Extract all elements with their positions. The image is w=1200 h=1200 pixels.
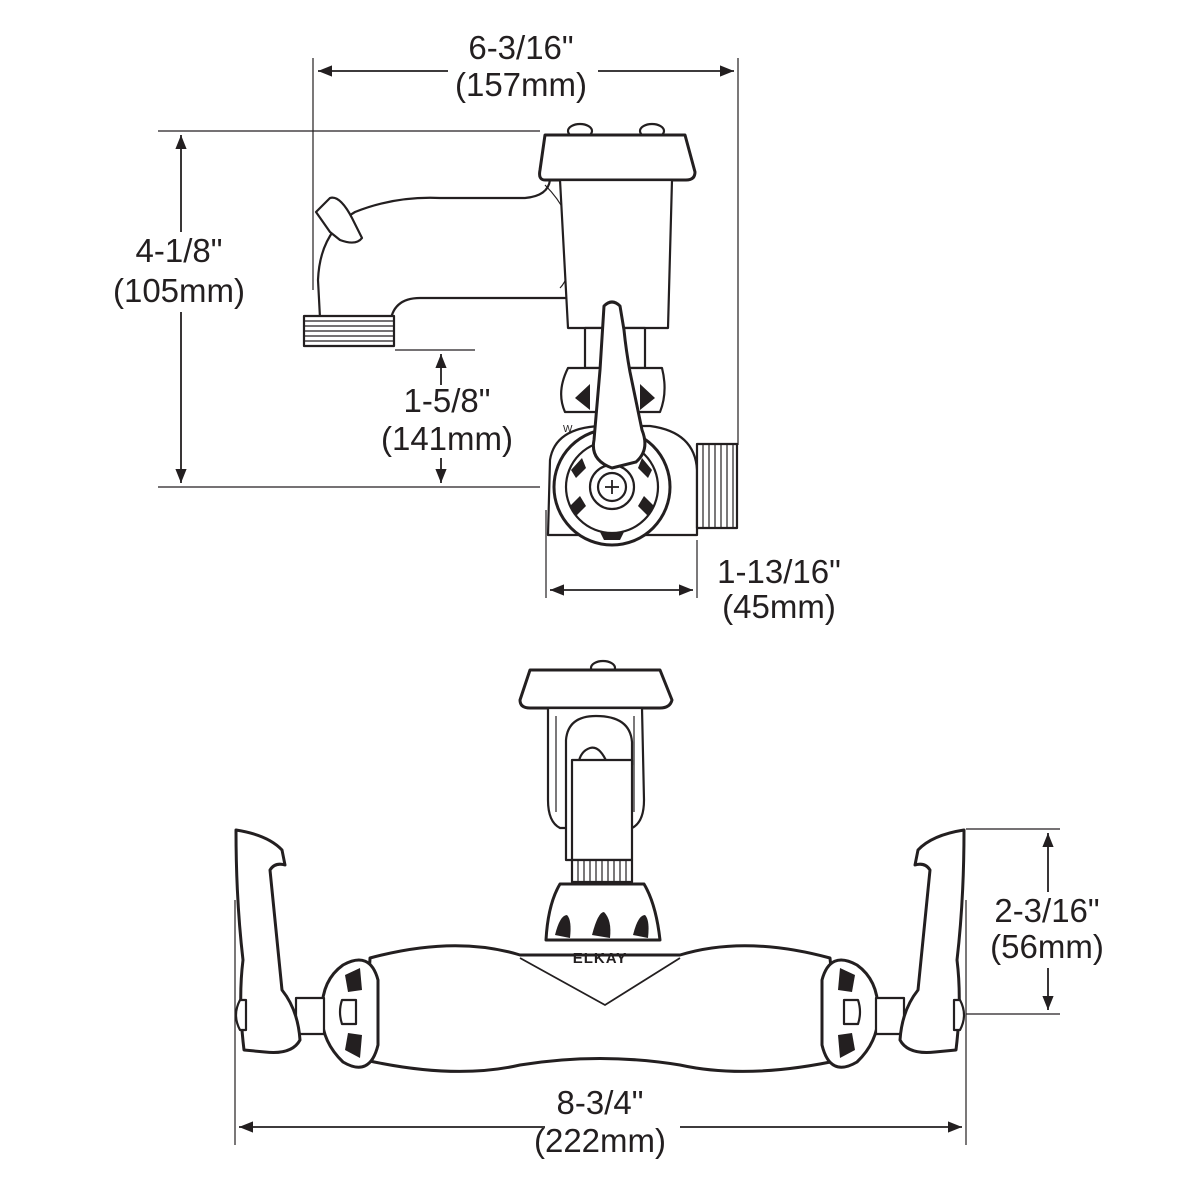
front-spout-tube bbox=[570, 758, 634, 862]
front-main-body bbox=[363, 944, 842, 1073]
front-spout-thread-lines bbox=[577, 860, 627, 882]
top-width-metric: (157mm) bbox=[455, 66, 587, 103]
vacuum-breaker-cap bbox=[538, 133, 697, 182]
front-right-stem bbox=[874, 996, 906, 1036]
overall-width-imperial: 8-3/4" bbox=[557, 1084, 644, 1121]
side-height-imperial: 4-1/8" bbox=[136, 232, 223, 269]
spout-clearance-metric: (141mm) bbox=[381, 420, 513, 457]
front-left-stem bbox=[294, 996, 326, 1036]
right-end-cap-notch-2 bbox=[838, 1033, 855, 1058]
valve-bonnet-notch-left bbox=[575, 384, 590, 410]
valve-depth-imperial: 1-13/16" bbox=[717, 553, 841, 590]
front-height-imperial: 2-3/16" bbox=[994, 892, 1099, 929]
front-view: ELKAY 8-3/4" (222mm) 2-3/16" (56mm) bbox=[234, 659, 1104, 1159]
front-cap bbox=[518, 668, 674, 710]
front-left-lever bbox=[234, 828, 302, 1054]
lever-handle bbox=[591, 300, 647, 470]
valve-outlet-thread-lines bbox=[702, 444, 734, 528]
front-body-v-groove bbox=[519, 957, 681, 1007]
front-hub-nut bbox=[544, 882, 662, 942]
right-end-cap-slot bbox=[842, 998, 862, 1026]
valve-knob-grips bbox=[570, 458, 654, 540]
side-height-metric: (105mm) bbox=[113, 272, 245, 309]
brand-logo: ELKAY bbox=[573, 950, 627, 967]
front-height-metric: (56mm) bbox=[990, 928, 1104, 965]
spout-vent bbox=[314, 196, 364, 244]
front-left-end-knob bbox=[234, 998, 248, 1032]
spout-clearance-imperial: 1-5/8" bbox=[404, 382, 491, 419]
spout-thread-lines bbox=[304, 320, 394, 342]
valve-outlet-thread bbox=[695, 442, 739, 530]
vacuum-breaker-body bbox=[558, 178, 674, 330]
left-end-cap-slot bbox=[338, 998, 358, 1026]
side-view: W 6-3/16" (157mm) bbox=[113, 29, 841, 625]
front-right-end-knob bbox=[952, 998, 966, 1032]
left-end-cap-notch-2 bbox=[345, 1033, 362, 1058]
valve-depth-metric: (45mm) bbox=[722, 588, 836, 625]
valve-bonnet-notch-right bbox=[640, 384, 655, 410]
front-hub-grips bbox=[555, 912, 649, 938]
overall-width-metric: (222mm) bbox=[534, 1122, 666, 1159]
left-end-cap-notch-1 bbox=[345, 968, 362, 992]
front-right-lever bbox=[898, 828, 966, 1054]
top-width-imperial: 6-3/16" bbox=[468, 29, 573, 66]
right-end-cap-notch-1 bbox=[838, 968, 855, 992]
valve-side-mark: W bbox=[563, 424, 573, 435]
spout-body bbox=[316, 178, 597, 327]
